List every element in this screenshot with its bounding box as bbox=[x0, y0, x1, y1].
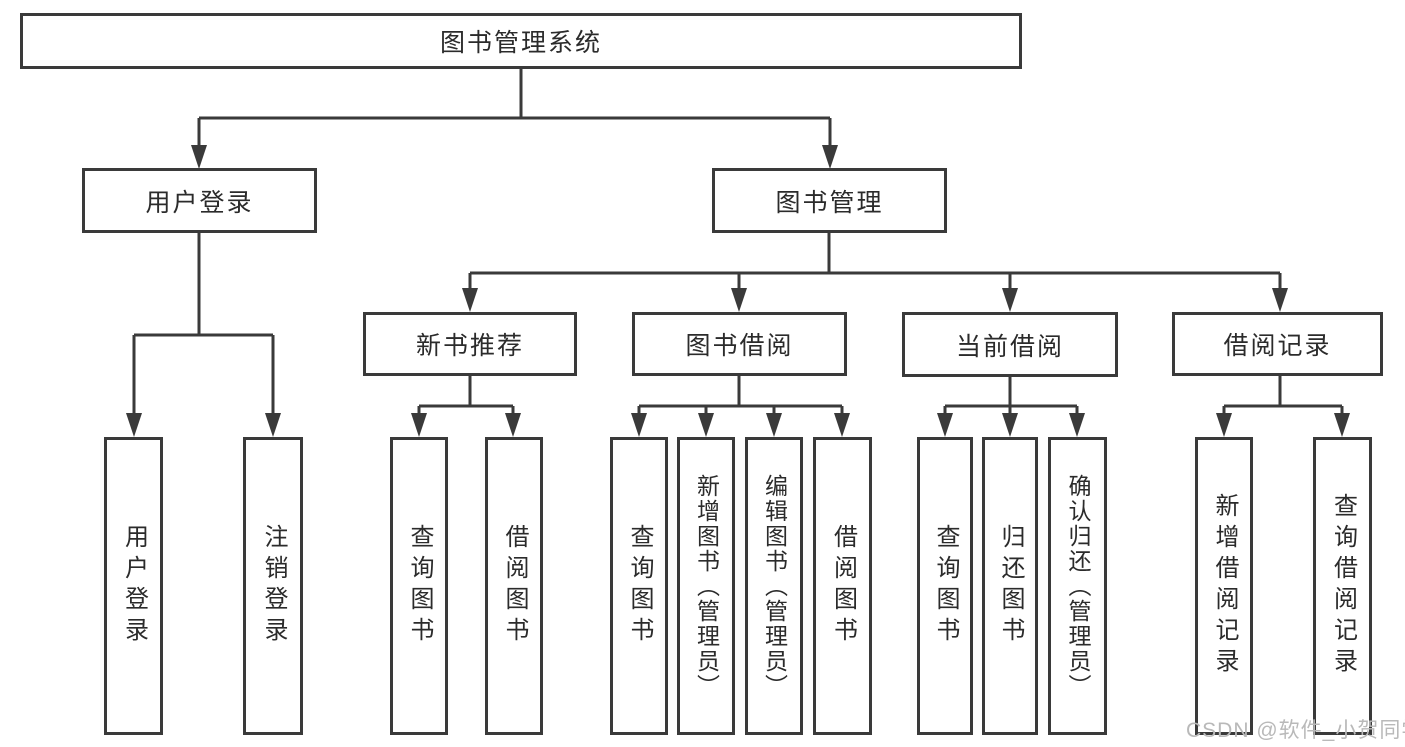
node-leaf-return-books-label: 归还图书 bbox=[997, 524, 1024, 648]
node-user-login: 用户登录 bbox=[82, 168, 317, 233]
node-leaf-add-borrow-record-label: 新增借阅记录 bbox=[1211, 493, 1238, 679]
node-leaf-logout-label: 注销登录 bbox=[260, 524, 287, 648]
node-borrowing-records: 借阅记录 bbox=[1172, 312, 1383, 376]
node-current-borrowing-label: 当前借阅 bbox=[955, 332, 1064, 361]
node-leaf-query-borrow-record: 查询借阅记录 bbox=[1313, 437, 1372, 735]
node-leaf-confirm-return-admin-label: 确认归还（管理员） bbox=[1065, 473, 1091, 699]
node-book-management: 图书管理 bbox=[712, 168, 947, 233]
node-leaf-logout: 注销登录 bbox=[243, 437, 303, 735]
node-leaf-query-books-2: 查询图书 bbox=[610, 437, 668, 735]
node-book-management-label: 图书管理 bbox=[775, 188, 884, 217]
node-new-book-recommend: 新书推荐 bbox=[363, 312, 577, 376]
node-leaf-borrow-books-2-label: 借阅图书 bbox=[829, 524, 857, 648]
node-leaf-query-books-1-label: 查询图书 bbox=[406, 524, 433, 648]
node-leaf-query-books-1: 查询图书 bbox=[390, 437, 448, 735]
node-leaf-borrow-books-1-label: 借阅图书 bbox=[501, 524, 528, 648]
node-user-login-label: 用户登录 bbox=[145, 188, 254, 217]
node-leaf-query-books-2-label: 查询图书 bbox=[626, 524, 653, 648]
node-leaf-confirm-return-admin: 确认归还（管理员） bbox=[1048, 437, 1107, 735]
node-leaf-return-books: 归还图书 bbox=[982, 437, 1038, 735]
node-root-label: 图书管理系统 bbox=[439, 29, 602, 57]
node-leaf-borrow-books-2: 借阅图书 bbox=[813, 437, 872, 735]
node-leaf-add-borrow-record: 新增借阅记录 bbox=[1195, 437, 1253, 735]
node-leaf-query-books-3-label: 查询图书 bbox=[932, 524, 959, 648]
node-current-borrowing: 当前借阅 bbox=[902, 312, 1118, 377]
node-leaf-edit-books-admin-label: 编辑图书（管理员） bbox=[761, 473, 788, 699]
node-leaf-add-books-admin-label: 新增图书（管理员） bbox=[693, 473, 720, 699]
node-leaf-edit-books-admin: 编辑图书（管理员） bbox=[745, 437, 803, 735]
node-leaf-add-books-admin: 新增图书（管理员） bbox=[677, 437, 735, 735]
node-book-borrowing-label: 图书借阅 bbox=[685, 332, 794, 360]
node-book-borrowing: 图书借阅 bbox=[632, 312, 847, 376]
node-new-book-recommend-label: 新书推荐 bbox=[415, 332, 524, 360]
node-leaf-borrow-books-1: 借阅图书 bbox=[485, 437, 543, 735]
node-leaf-query-borrow-record-label: 查询借阅记录 bbox=[1329, 493, 1357, 679]
csdn-watermark: CSDN @软件_小贺同学 bbox=[1186, 719, 1405, 742]
node-leaf-query-books-3: 查询图书 bbox=[917, 437, 973, 735]
node-leaf-user-login-label: 用户登录 bbox=[120, 524, 148, 648]
node-leaf-user-login: 用户登录 bbox=[104, 437, 163, 735]
node-root-system: 图书管理系统 bbox=[20, 13, 1022, 69]
node-borrowing-records-label: 借阅记录 bbox=[1223, 332, 1332, 360]
